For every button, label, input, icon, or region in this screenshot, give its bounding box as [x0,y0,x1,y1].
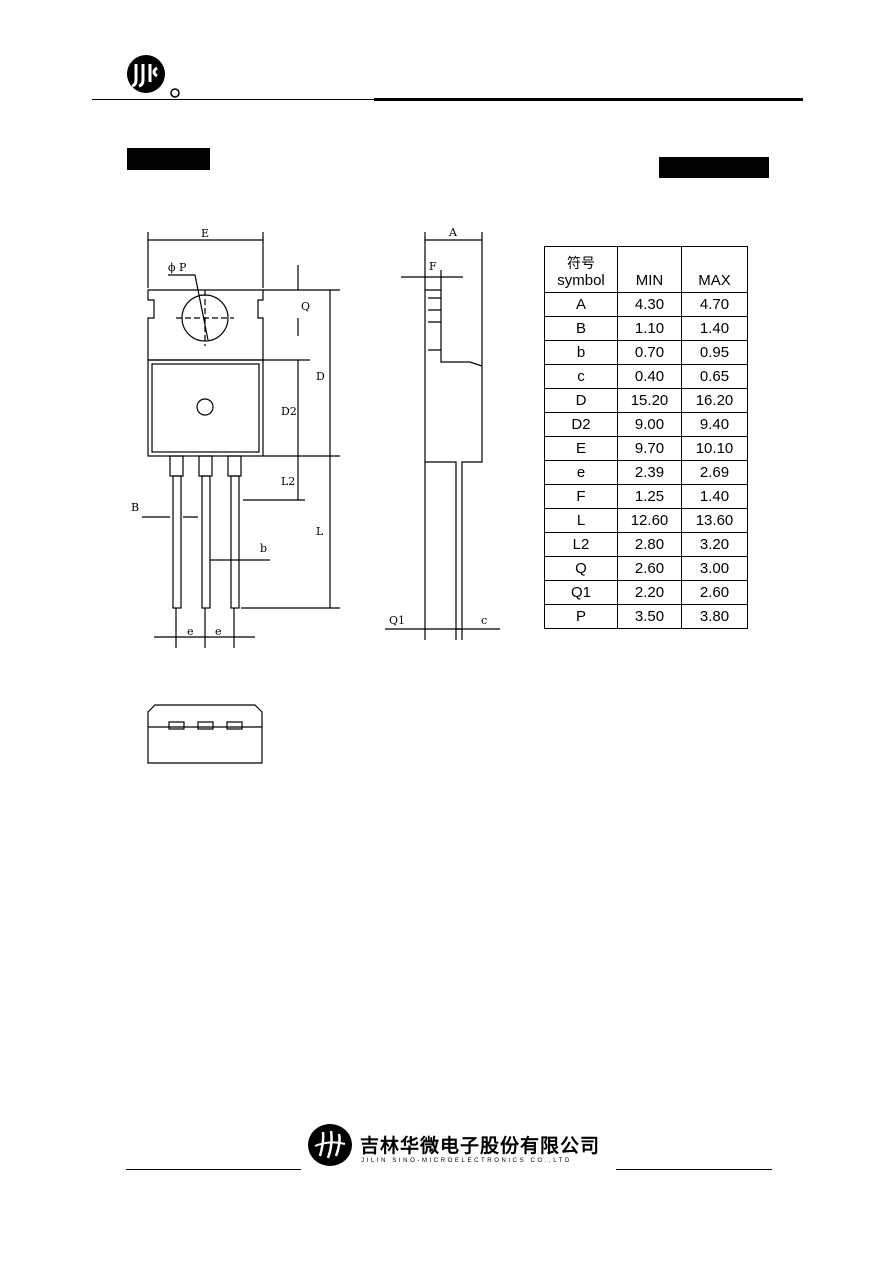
symbol-cell: L [544,508,618,533]
max-cell: 13.60 [681,508,748,533]
footer-rule-right [616,1169,772,1170]
symbol-cell: P [544,604,618,629]
min-cell: 9.70 [617,436,682,461]
header-rule-left [92,99,374,100]
package-outline-drawing: E ϕ P Q D D2 L2 L B b e e A F Q1 c [131,226,500,764]
redaction-bar-left [127,148,210,170]
symbol-cell: D [544,388,618,413]
dim-label-c: c [481,614,487,627]
max-cell: 9.40 [681,412,748,437]
min-cell: 2.80 [617,532,682,557]
max-cell: 1.40 [681,316,748,341]
footer-rule-left [126,1169,301,1170]
dim-label-e-1: e [187,625,194,638]
symbol-cell: c [544,364,618,389]
symbol-cell: b [544,340,618,365]
dim-label-E: E [201,227,209,240]
min-cell: 15.20 [617,388,682,413]
dim-label-A: A [448,226,458,239]
min-cell: 4.30 [617,292,682,317]
dim-label-B: B [131,501,139,514]
max-cell: 3.00 [681,556,748,581]
max-cell: 16.20 [681,388,748,413]
max-cell: 1.40 [681,484,748,509]
dim-label-L: L [316,525,324,538]
max-header: MAX [681,246,748,293]
max-cell: 0.95 [681,340,748,365]
symbol-header-en: symbol [557,272,605,289]
symbol-cell: e [544,460,618,485]
max-cell: 10.10 [681,436,748,461]
symbol-header: 符号 symbol [544,246,618,293]
footer-company-name-en: JILIN SINO-MICROELECTRONICS CO.,LTD [361,1158,572,1164]
symbol-cell: Q [544,556,618,581]
min-cell: 2.60 [617,556,682,581]
min-cell: 2.39 [617,460,682,485]
company-logo-icon [127,55,180,98]
min-cell: 3.50 [617,604,682,629]
header-rule-right [374,98,803,101]
max-cell: 0.65 [681,364,748,389]
min-header: MIN [617,246,682,293]
dim-label-b: b [260,542,267,555]
min-cell: 1.10 [617,316,682,341]
symbol-cell: L2 [544,532,618,557]
max-cell: 3.80 [681,604,748,629]
max-cell: 4.70 [681,292,748,317]
symbol-cell: Q1 [544,580,618,605]
symbol-cell: A [544,292,618,317]
symbol-cell: B [544,316,618,341]
redaction-bar-right [659,157,769,178]
min-cell: 9.00 [617,412,682,437]
min-cell: 0.40 [617,364,682,389]
symbol-header-cn: 符号 [567,256,595,272]
footer-company-name-cn: 吉林华微电子股份有限公司 [360,1135,601,1157]
dim-label-Q1: Q1 [389,614,405,627]
dim-label-phiP: ϕ P [168,261,187,274]
symbol-cell: E [544,436,618,461]
min-cell: 0.70 [617,340,682,365]
dim-label-D: D [316,370,325,383]
min-cell: 1.25 [617,484,682,509]
symbol-cell: F [544,484,618,509]
dim-label-D2: D2 [281,405,297,418]
table-header-row: 符号 symbol MIN MAX [544,246,748,293]
max-cell: 2.69 [681,460,748,485]
dim-label-Q: Q [301,300,310,313]
min-cell: 12.60 [617,508,682,533]
sino-microelectronics-logo-icon [308,1124,352,1166]
max-cell: 3.20 [681,532,748,557]
dim-label-e-2: e [215,625,222,638]
symbol-cell: D2 [544,412,618,437]
dim-label-F: F [429,260,437,273]
min-cell: 2.20 [617,580,682,605]
dim-label-L2: L2 [281,475,295,488]
max-cell: 2.60 [681,580,748,605]
